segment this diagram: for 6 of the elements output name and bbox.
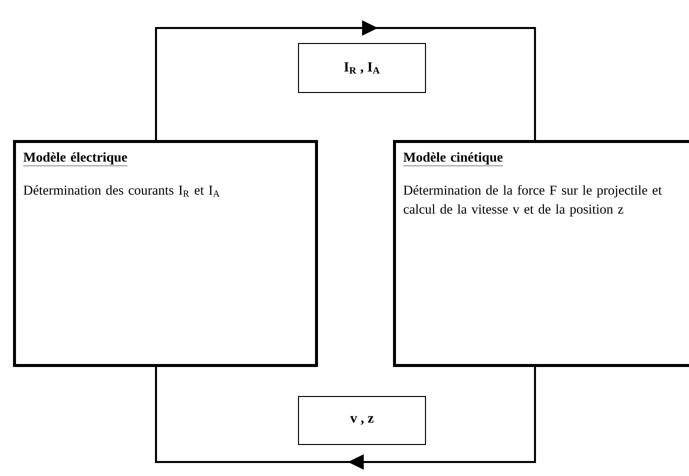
value-box: v , z: [298, 396, 426, 445]
model-box: Modèle électrique Détermination des courants I$_{R}$ et I$_{A}$: [13, 140, 318, 367]
value-box: I$_{R}$ , I$_{A}$: [298, 43, 426, 93]
arrow: [155, 20, 536, 140]
model-box: Modèle cinétique Détermination de la force F sur le projectile et calcul de la vitesse v et de la position z: [393, 140, 689, 367]
arrow: [155, 366, 536, 470]
